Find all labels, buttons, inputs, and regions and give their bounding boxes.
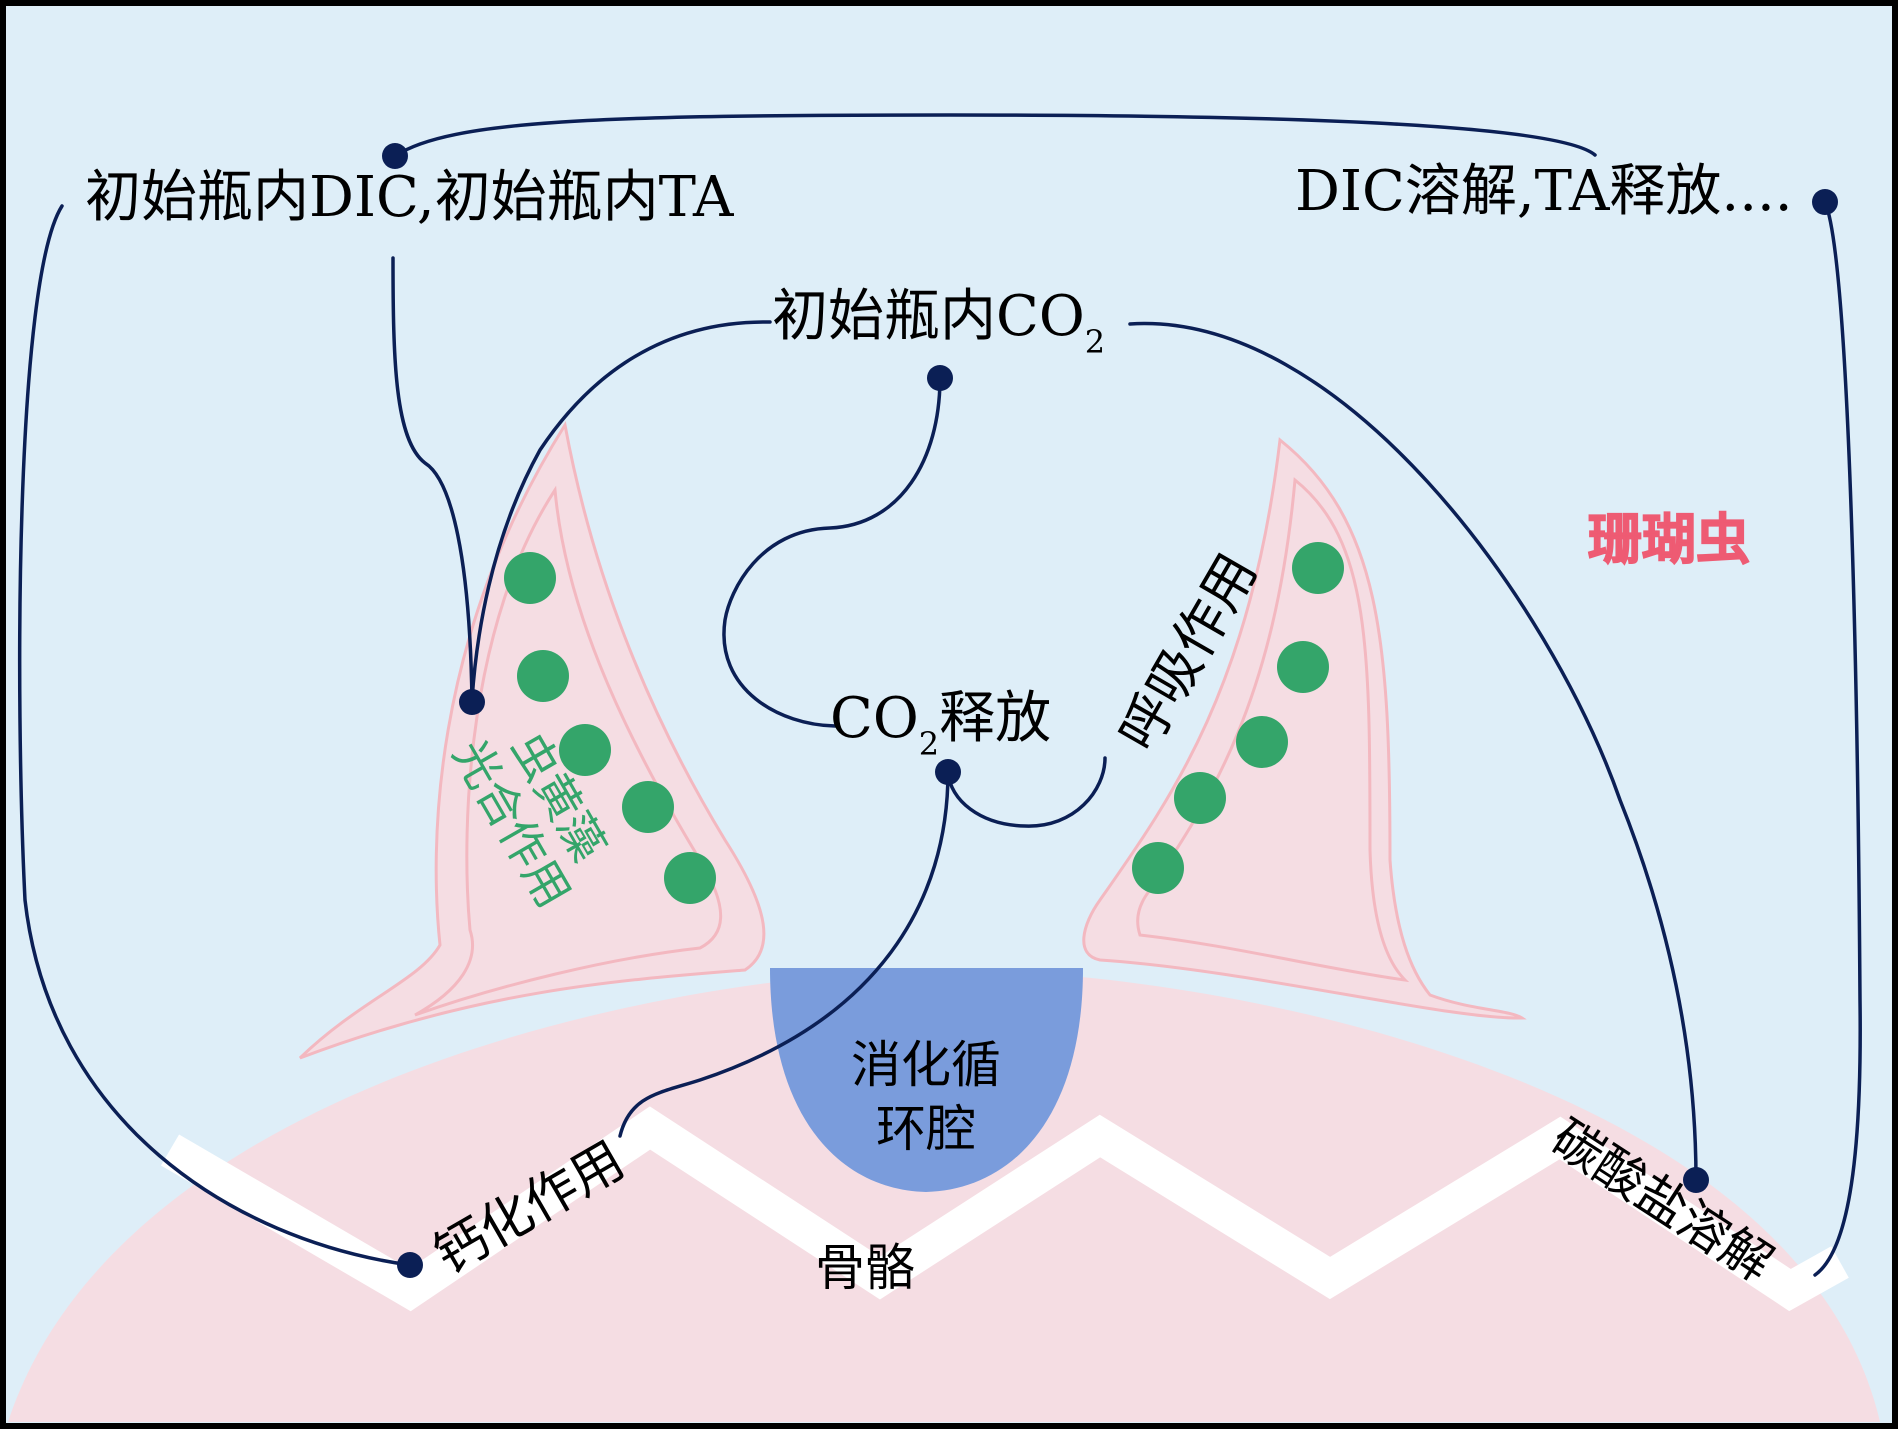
connector-dot bbox=[1683, 1167, 1709, 1193]
label-dic-dissolution-ta-release: DIC溶解,TA释放.... bbox=[1295, 159, 1793, 224]
connector-dot bbox=[459, 689, 485, 715]
zooxanthella-cell bbox=[1236, 716, 1288, 768]
connector-photosynthesis bbox=[391, 256, 474, 704]
zooxanthella-cell bbox=[622, 781, 674, 833]
left-tentacle-inner bbox=[414, 485, 723, 1017]
zooxanthella-cell bbox=[559, 724, 611, 776]
connector-co2-initial-to-dissolution bbox=[1128, 321, 1698, 1182]
label-gastrovascular-line1: 消化循 bbox=[851, 1036, 1001, 1094]
label-co2-release-post: 释放 bbox=[939, 686, 1051, 751]
label-co2-release: CO2释放 bbox=[830, 686, 1051, 763]
connector-calcification bbox=[618, 770, 950, 1138]
coral-body bbox=[8, 970, 1880, 1422]
label-skeleton: 骨骼 bbox=[815, 1239, 915, 1297]
connector-dot bbox=[935, 759, 961, 785]
zooxanthella-cell bbox=[517, 650, 569, 702]
connector-co2-initial-to-tentacle bbox=[470, 320, 772, 702]
label-initial-co2-subscript: 2 bbox=[1085, 323, 1105, 361]
connector-dot bbox=[927, 365, 953, 391]
connector-dot bbox=[382, 143, 408, 169]
connector-co2-cycle bbox=[722, 376, 942, 728]
left-tentacle bbox=[298, 420, 766, 1060]
zooxanthella-cell bbox=[504, 552, 556, 604]
connector-top-arc bbox=[393, 113, 1597, 158]
zooxanthella-cell bbox=[1292, 542, 1344, 594]
connector-outer-right bbox=[1813, 200, 1862, 1277]
label-coral-polyp: 珊瑚虫 bbox=[1588, 508, 1750, 571]
connector-outer-left bbox=[17, 204, 412, 1267]
skeleton-stripe bbox=[160, 1106, 1849, 1312]
label-initial-dic-ta: 初始瓶内DIC,初始瓶内TA bbox=[85, 165, 734, 230]
label-gastrovascular-line2: 环腔 bbox=[876, 1100, 976, 1158]
connector-respiration bbox=[946, 756, 1107, 828]
zooxanthella-cell bbox=[664, 852, 716, 904]
connector-dot bbox=[1812, 189, 1838, 215]
zooxanthella-cell bbox=[1174, 772, 1226, 824]
label-initial-co2: 初始瓶内CO2 bbox=[772, 284, 1105, 361]
label-co2-release-subscript: 2 bbox=[919, 725, 939, 763]
zooxanthella-cell bbox=[1132, 842, 1184, 894]
label-initial-co2-main: 初始瓶内CO bbox=[772, 284, 1085, 349]
right-tentacle bbox=[1082, 437, 1527, 1020]
label-co2-release-pre: CO bbox=[830, 686, 919, 751]
gastrovascular-cavity bbox=[770, 968, 1083, 1192]
zooxanthella-cell bbox=[1277, 641, 1329, 693]
connector-dot bbox=[397, 1252, 423, 1278]
